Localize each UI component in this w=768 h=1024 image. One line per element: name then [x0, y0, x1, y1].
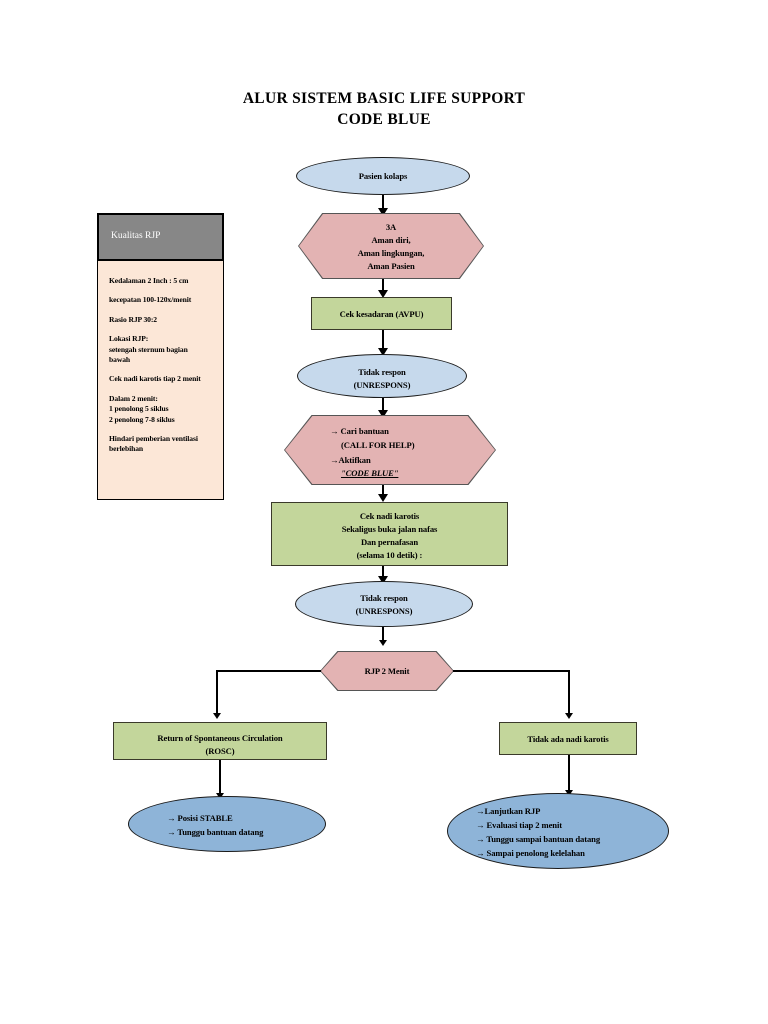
node-lanjutkan-rjp: →Lanjutkan RJP → Evaluasi tiap 2 menit →… — [447, 793, 669, 869]
node-text: RJP 2 Menit — [364, 666, 410, 676]
node-tidak-respon-2: Tidak respon (UNRESPONS) — [295, 581, 473, 627]
node-text: → Evaluasi tiap 2 menit — [476, 820, 563, 830]
node-text: → Cari bantuan — [330, 426, 389, 436]
arrow-icon — [378, 410, 388, 418]
node-text: →Lanjutkan RJP — [476, 806, 541, 816]
node-cek-nadi-karotis: Cek nadi karotis Sekaligus buka jalan na… — [271, 502, 508, 566]
node-text: (ROSC) — [205, 746, 235, 756]
sidebar-header-label: Kualitas RJP — [111, 231, 161, 241]
node-text: 3A — [385, 222, 397, 232]
node-tidak-respon-1: Tidak respon (UNRESPONS) — [297, 354, 467, 398]
title-line-2: CODE BLUE — [337, 111, 431, 128]
connector — [382, 279, 384, 293]
arrow-icon — [378, 576, 388, 584]
connector — [216, 670, 321, 672]
connector — [382, 627, 384, 643]
connector — [382, 195, 384, 212]
arrow-icon — [378, 348, 388, 356]
node-text-clipped — [296, 619, 472, 624]
connector — [382, 398, 384, 414]
node-text: (selama 10 detik) : — [356, 550, 423, 560]
node-text: Tidak ada nadi karotis — [527, 734, 609, 744]
node-text: Sekaligus buka jalan nafas — [341, 524, 438, 534]
arrow-icon — [565, 713, 573, 719]
node-tidak-ada-nadi-karotis: Tidak ada nadi karotis — [499, 722, 637, 755]
node-rjp-2-menit: RJP 2 Menit — [320, 651, 454, 691]
sidebar-header: Kualitas RJP — [97, 213, 224, 261]
node-text: "CODE BLUE" — [341, 468, 399, 478]
node-text: (UNRESPONS) — [353, 380, 411, 390]
connector — [219, 760, 221, 796]
sidebar-line: kecepatan 100-120x/menit — [109, 295, 192, 305]
node-text: Return of Spontaneous Circulation — [157, 733, 283, 743]
node-text: → Posisi STABLE — [167, 813, 233, 823]
node-text: → Tunggu bantuan datang — [167, 827, 264, 837]
arrow-icon — [378, 494, 388, 502]
connector — [382, 485, 384, 497]
node-text: Cek kesadaran (AVPU) — [339, 309, 424, 319]
node-text: Aman lingkungan, — [357, 248, 425, 258]
node-text: (UNRESPONS) — [355, 606, 413, 616]
node-text: → Tunggu sampai bantuan datang — [476, 834, 601, 844]
node-cek-kesadaran: Cek kesadaran (AVPU) — [311, 297, 452, 330]
node-3a: 3A Aman diri, Aman lingkungan, Aman Pasi… — [298, 213, 484, 279]
sidebar-line: Cek nadi karotis tiap 2 menit — [109, 374, 201, 384]
sidebar-kualitas-rjp: Kualitas RJP Kedalaman 2 Inch : 5 cm kec… — [97, 213, 224, 500]
node-text: Pasien kolaps — [358, 171, 408, 181]
arrow-icon — [378, 290, 388, 298]
node-text: →Aktifkan — [330, 455, 371, 465]
sidebar-line: Kedalaman 2 Inch : 5 cm — [109, 276, 189, 285]
connector — [453, 670, 569, 672]
sidebar-body: Kedalaman 2 Inch : 5 cm kecepatan 100-12… — [98, 262, 225, 464]
node-posisi-stable: → Posisi STABLE → Tunggu bantuan datang — [128, 796, 326, 852]
node-text: Cek nadi karotis — [359, 511, 420, 521]
page-title: ALUR SISTEM BASIC LIFE SUPPORT CODE BLUE — [0, 88, 768, 130]
connector — [568, 670, 570, 715]
connector — [382, 566, 384, 580]
node-text: Aman diri, — [371, 235, 411, 245]
node-text: Dan pernafasan — [360, 537, 419, 547]
sidebar-line: Rasio RJP 30:2 — [109, 314, 157, 324]
node-text: → Sampai penolong kelelahan — [476, 848, 585, 858]
arrow-icon — [213, 713, 221, 719]
title-line-1: ALUR SISTEM BASIC LIFE SUPPORT — [242, 90, 526, 107]
node-call-for-help: → Cari bantuan (CALL FOR HELP) →Aktifkan… — [284, 415, 496, 485]
node-text: Tidak respon — [358, 367, 406, 377]
connector — [568, 755, 570, 793]
node-pasien-kolaps: Pasien kolaps — [296, 157, 470, 195]
arrow-icon — [379, 640, 387, 646]
node-rosc: Return of Spontaneous Circulation (ROSC) — [113, 722, 327, 760]
node-text: Tidak respon — [360, 593, 408, 603]
node-text: Aman Pasien — [367, 261, 415, 271]
connector — [382, 330, 384, 352]
node-text: (CALL FOR HELP) — [341, 440, 415, 450]
connector — [216, 670, 218, 715]
arrow-icon — [378, 208, 388, 216]
